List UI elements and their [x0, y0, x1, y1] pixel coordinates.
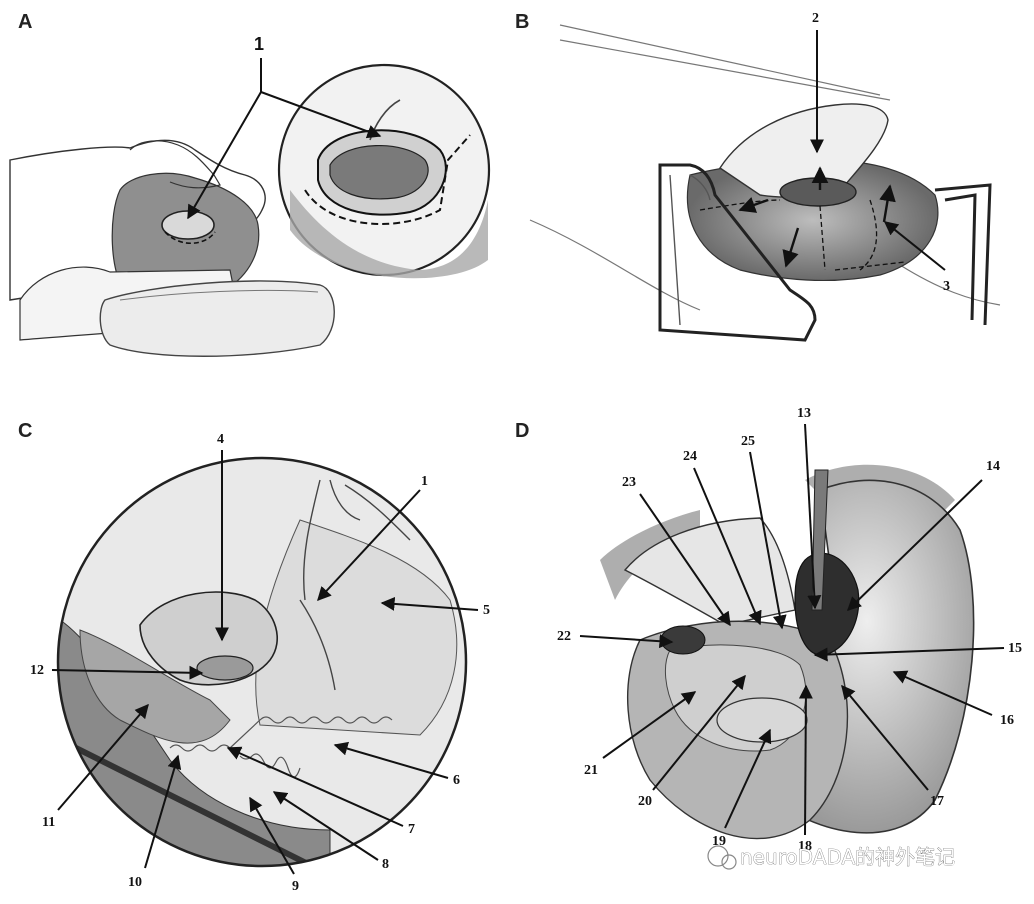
leader-d-16: [892, 670, 993, 716]
magnified-incision: [304, 134, 471, 225]
callout-b-3: 3: [943, 279, 950, 294]
watermark: neuroDADA的神外笔记: [707, 845, 955, 870]
callout-c-4: 4: [217, 432, 224, 447]
callout-d-23: 23: [622, 475, 636, 490]
callout-d-19: 19: [712, 834, 726, 849]
leader-d-14: [846, 479, 983, 611]
umbo: [196, 655, 254, 681]
leader-c-8: [272, 791, 379, 861]
leader-d-24: [693, 467, 762, 626]
leader-a-1-left: [187, 91, 262, 220]
wechat-icon-small: [721, 854, 737, 870]
callout-a-1: 1: [254, 34, 264, 54]
hair-shading: [600, 464, 955, 600]
panel-letter-d: D: [515, 420, 529, 442]
callout-d-20: 20: [638, 794, 652, 809]
callout-d-14: 14: [986, 459, 1000, 474]
panel-letter-a: A: [18, 11, 32, 33]
callout-c-8: 8: [382, 857, 389, 872]
panel-b: B 2 3: [515, 11, 1001, 342]
panel-letter-b: B: [515, 11, 529, 33]
leader-d-20: [652, 674, 746, 791]
callout-c-1: 1: [421, 474, 428, 489]
callout-c-9: 9: [292, 879, 299, 894]
callout-d-18: 18: [798, 839, 812, 854]
leader-c-7: [226, 746, 404, 827]
watermark-text: neuroDADA的神外笔记: [740, 845, 955, 869]
leader-d-21: [602, 691, 697, 759]
leader-b-3: [883, 221, 946, 271]
leader-c-12: [51, 665, 204, 680]
head-rest-top: [119, 289, 319, 301]
leader-d-19: [724, 728, 772, 829]
annulus-band: [79, 629, 231, 744]
callout-c-10: 10: [128, 875, 142, 890]
leader-c-10: [144, 754, 182, 869]
leader-d-18: [798, 684, 813, 836]
magnifier-hair-shading: [290, 190, 488, 279]
panel-a: A 1: [9, 11, 491, 357]
leader-c-6: [333, 741, 449, 779]
panel-c-view: [58, 458, 466, 866]
leader-d-25: [749, 451, 787, 630]
leader-c-5: [380, 596, 479, 611]
callout-c-7: 7: [408, 822, 415, 837]
flap-arrow-down: [782, 227, 800, 268]
callout-d-13: 13: [797, 406, 811, 421]
wechat-icon: [707, 845, 729, 867]
patient-ear: [161, 210, 215, 240]
callout-c-6: 6: [453, 773, 460, 788]
leader-d-13: [804, 423, 822, 610]
callout-d-24: 24: [683, 449, 697, 464]
leader-c-9: [249, 796, 295, 875]
leader-c-1: [317, 489, 421, 602]
head-rest: [99, 280, 335, 357]
callout-c-12: 12: [30, 663, 44, 678]
ear-canal: [779, 177, 857, 207]
callout-d-21: 21: [584, 763, 598, 778]
leader-d-17: [841, 684, 929, 791]
panel-c-circle: [56, 456, 468, 868]
callout-d-25: 25: [741, 434, 755, 449]
panel-c: C 4 1 5 6 7: [18, 420, 490, 894]
skin-flap-upper: [623, 517, 796, 626]
retractor-right: [934, 183, 992, 326]
flap-arrow-upright: [879, 184, 896, 223]
callout-d-22: 22: [557, 629, 571, 644]
flap-arrow-left: [738, 197, 769, 213]
leader-d-15: [813, 647, 1005, 662]
callout-c-5: 5: [483, 603, 490, 618]
leader-c-11: [57, 703, 149, 811]
callout-d-15: 15: [1008, 641, 1022, 656]
leader-a-1-right: [260, 91, 382, 139]
ear-incision: [164, 231, 216, 244]
blood-vessels: [299, 479, 411, 691]
callout-d-17: 17: [930, 794, 944, 809]
callout-c-11: 11: [42, 815, 55, 830]
retractor-left-inner: [669, 174, 711, 326]
panel-letter-c: C: [18, 420, 32, 442]
leader-d-22: [579, 634, 674, 649]
magnified-ear-inner: [329, 144, 429, 200]
dark-cavity-left: [660, 625, 706, 655]
patient-face: [129, 140, 221, 189]
skin-lines: [529, 24, 1001, 311]
panel-d: D 13 14 15 16 17 18 19 20 21: [515, 406, 1022, 854]
leader-d-23: [639, 493, 731, 627]
callout-b-2: 2: [812, 11, 819, 26]
callout-d-16: 16: [1000, 713, 1014, 728]
oval-structure-19: [716, 697, 808, 743]
retractor-left: [658, 163, 817, 342]
